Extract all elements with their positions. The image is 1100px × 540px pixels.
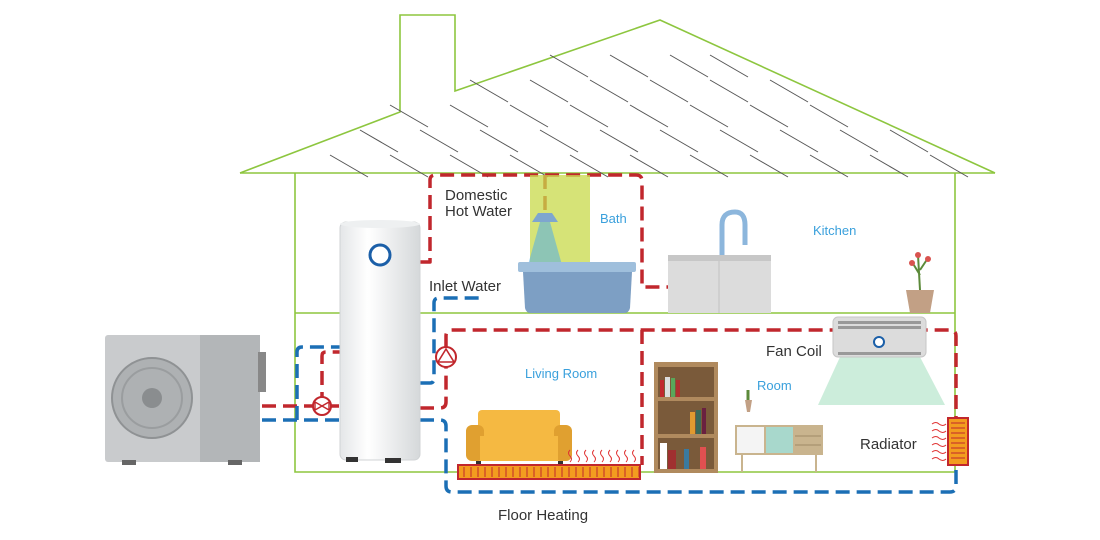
bookshelf: [654, 362, 718, 473]
bath: [518, 175, 636, 313]
label-kitchen: Kitchen: [813, 223, 856, 238]
sideboard-cabinet: [735, 390, 823, 472]
radiator: [931, 417, 969, 466]
valve-icon: [312, 396, 332, 416]
label-radiator: Radiator: [860, 436, 917, 453]
brand-logo-icon: [368, 243, 392, 267]
circulation-pump-icon: [435, 346, 457, 368]
label-domestic-hot-water-line1: Domestic: [445, 187, 508, 204]
kitchen-sink: [668, 209, 771, 313]
label-room: Room: [757, 378, 792, 393]
fan-coil-unit: [818, 316, 945, 405]
outdoor-heat-pump-unit: [105, 335, 266, 465]
cold-water-pipes: [262, 296, 958, 494]
label-bath: Bath: [600, 211, 627, 226]
label-fan-coil: Fan Coil: [766, 343, 822, 360]
plant-pot: [906, 252, 934, 313]
label-floor-heating: Floor Heating: [498, 507, 588, 524]
label-living-room: Living Room: [525, 366, 597, 381]
sofa: [466, 410, 572, 465]
floor-heating-panel: [457, 449, 641, 480]
water-tank: [339, 220, 421, 463]
label-inlet-water: Inlet Water: [429, 278, 501, 295]
label-domestic-hot-water-line2: Hot Water: [445, 203, 512, 220]
